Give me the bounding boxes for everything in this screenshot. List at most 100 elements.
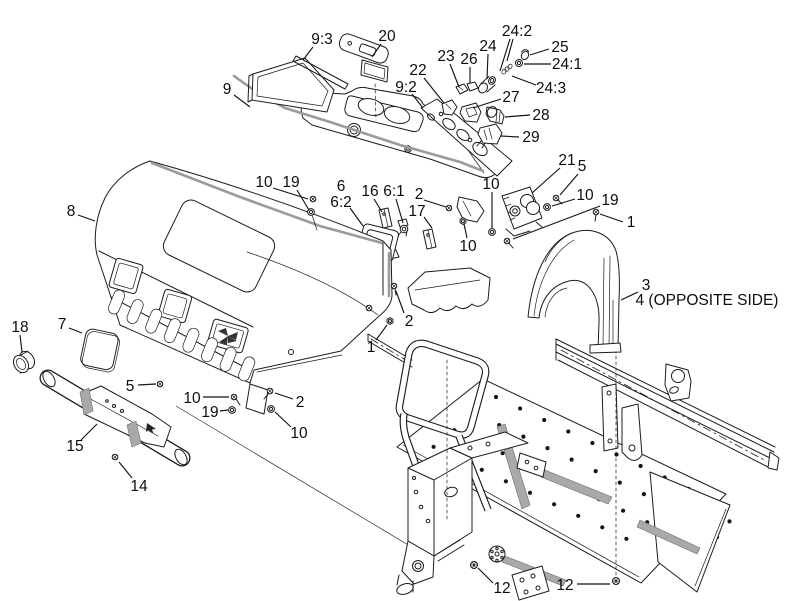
callout-label: 6:1	[383, 183, 405, 200]
leader-line	[80, 423, 98, 441]
callout-label: 10	[459, 238, 477, 255]
callout-label: 2	[415, 186, 424, 203]
direction-arrow	[146, 423, 156, 434]
callout-label: 29	[522, 129, 539, 146]
leader-line	[551, 198, 576, 207]
fastener-washer	[543, 203, 551, 211]
part-latch-bracket	[456, 196, 485, 223]
fastener-screw	[365, 304, 373, 312]
callout-26: 26	[460, 51, 478, 83]
leader-line	[477, 567, 494, 584]
callout-label: 10	[482, 176, 500, 193]
callout-6-2: 6:2	[330, 194, 364, 227]
leader-line	[620, 291, 639, 301]
callout-10: 10	[551, 187, 594, 207]
callout-label: 19	[282, 174, 299, 191]
callout-3: 3	[620, 277, 650, 301]
callout-label: 27	[502, 89, 519, 106]
fastener-screw	[390, 282, 398, 296]
callout-label: 12	[556, 577, 573, 594]
leader-line	[371, 43, 382, 58]
callout-24-3: 24:3	[511, 75, 566, 97]
callout-label: 2	[405, 313, 414, 330]
leader-line	[373, 198, 383, 213]
callout-2: 2	[415, 186, 447, 208]
callout-label: 24	[479, 38, 497, 55]
leader-line	[500, 135, 520, 138]
callout-25: 25	[529, 39, 569, 56]
callout-24-2: 24:2	[499, 23, 532, 72]
fan-blade-detail	[218, 328, 238, 345]
callout-5: 5	[559, 158, 587, 196]
part-switch-27	[459, 102, 482, 123]
part-plate-17	[422, 228, 437, 250]
callout-label: 1	[367, 339, 376, 356]
part-dash-panel-9-2	[420, 98, 513, 177]
callout-15: 15	[66, 423, 98, 455]
callout-label: 4 (OPPOSITE SIDE)	[636, 292, 779, 309]
leader-line	[559, 173, 579, 196]
callout-label: 24:3	[536, 80, 566, 97]
leader-line	[274, 411, 292, 428]
fastener-bolt	[470, 561, 478, 569]
callout-label: 5	[578, 158, 587, 175]
part-lower-trim	[407, 267, 491, 314]
part-switch-22	[441, 99, 458, 116]
leader-line	[296, 189, 310, 211]
leader-line	[395, 198, 404, 224]
callout-17: 17	[408, 203, 433, 229]
leader-line	[463, 223, 468, 239]
callout-2: 2	[274, 392, 305, 411]
callout-9: 9	[223, 81, 251, 108]
callout-10: 10	[183, 390, 229, 407]
fastener-screw	[592, 208, 600, 222]
callout-label: 23	[437, 48, 454, 65]
callout-21: 21	[531, 152, 576, 194]
fastener-screw	[111, 453, 119, 461]
callout-label: 9:2	[395, 79, 417, 96]
part-cover-20	[338, 33, 389, 121]
callout-18: 18	[11, 319, 29, 353]
part-bracket-21	[501, 186, 543, 237]
part-hood-8	[94, 160, 393, 415]
callout-1: 1	[599, 213, 635, 231]
leader-line	[272, 187, 309, 200]
part-strip-9-3	[292, 55, 349, 90]
callout-label: 22	[409, 62, 426, 79]
leader-line	[302, 46, 314, 61]
leader-line	[274, 392, 294, 400]
callout-9-3: 9:3	[302, 31, 333, 61]
callout-label: 2	[296, 394, 305, 411]
callout-24: 24	[479, 38, 497, 80]
leader-line	[506, 38, 514, 62]
fastener-screw	[230, 393, 241, 406]
part-plate-7	[80, 328, 120, 373]
part-bumper-tube-15	[39, 369, 191, 467]
leader-line	[395, 290, 405, 314]
fastener-washer	[488, 228, 496, 236]
callout-24-1: 24:1	[524, 56, 582, 73]
leader-line	[486, 53, 489, 80]
callout-label: 10	[576, 187, 594, 204]
leader-line	[449, 63, 460, 88]
callout-label: 8	[67, 203, 76, 220]
callout-label: 15	[66, 438, 83, 455]
callout-19: 19	[512, 192, 619, 240]
callout-label: 10	[183, 390, 201, 407]
grille-slots	[108, 289, 256, 382]
callout-29: 29	[500, 129, 540, 146]
callout-28: 28	[504, 107, 550, 124]
fastener-screw	[552, 194, 563, 205]
callout-label: 25	[551, 39, 568, 56]
leader-line	[118, 461, 133, 479]
leader-line	[77, 214, 96, 222]
callout-label: 19	[201, 404, 218, 421]
part-spring-24-3	[501, 63, 513, 75]
callout-19: 19	[201, 404, 229, 421]
callout-10: 10	[482, 176, 500, 228]
part-clip-26	[466, 81, 479, 92]
callout-label: 20	[378, 28, 396, 45]
fastener-screw	[156, 380, 164, 388]
